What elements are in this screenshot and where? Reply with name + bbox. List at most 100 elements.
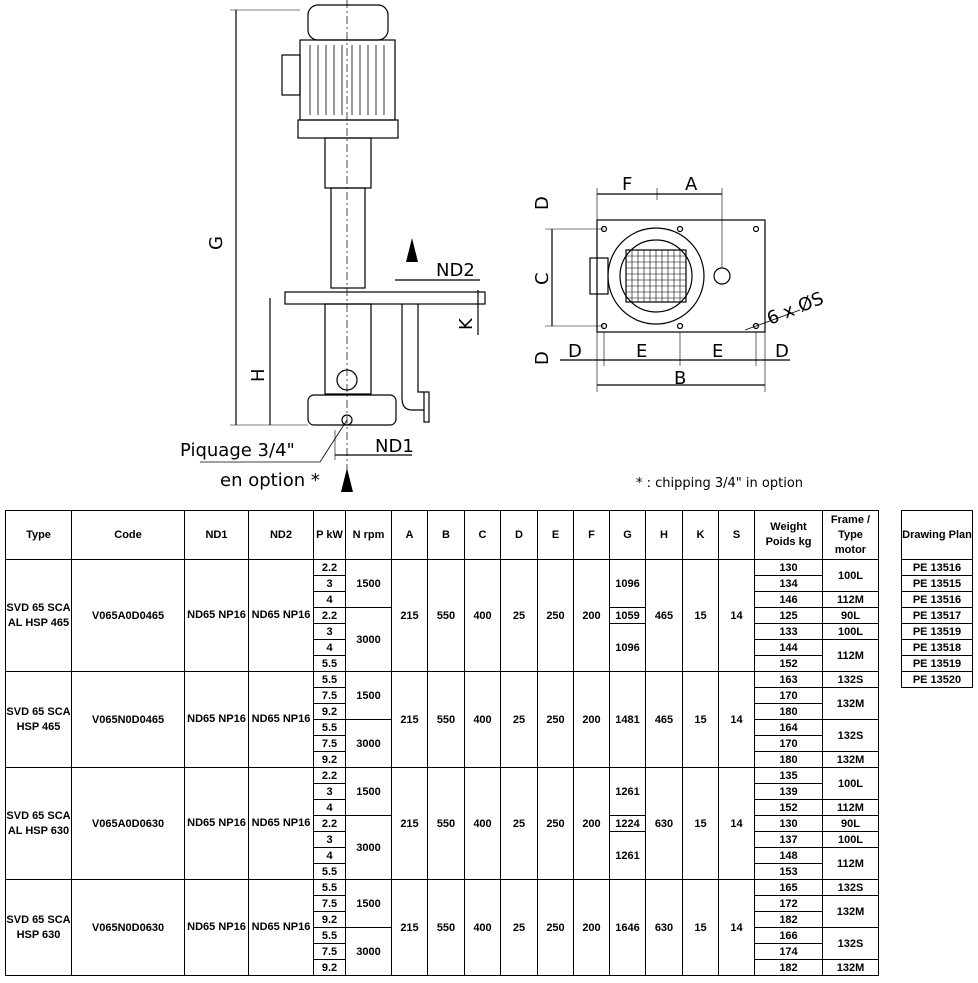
cell-a: 215 (391, 559, 428, 672)
cell-frame: 132S (822, 927, 879, 960)
piquage-label: Piquage 3/4" (180, 440, 295, 461)
cell-p: 3 (313, 623, 346, 640)
chipping-note: * : chipping 3/4" in option (636, 476, 804, 491)
cell-g: 1646 (609, 879, 646, 976)
cell-s: 14 (718, 559, 755, 672)
cell-d: 25 (500, 671, 538, 768)
header-frame: Frame / Type motor (822, 510, 879, 560)
plan-header-row: Drawing Plan (901, 510, 973, 560)
arrow-up-icon (406, 238, 418, 262)
cell-plan: PE 13516 (901, 559, 973, 576)
header-c: C (464, 510, 501, 560)
header-nd2: ND2 (248, 510, 314, 560)
cell-n: 1500 (345, 671, 392, 720)
cell-c: 400 (464, 767, 501, 880)
cell-weight: 172 (754, 895, 823, 912)
cell-p: 7.5 (313, 687, 346, 704)
cell-frame: 112M (822, 591, 879, 608)
cell-g: 1261 (609, 831, 646, 880)
terminal-box (281, 54, 301, 96)
cell-weight: 170 (754, 735, 823, 752)
lantern (324, 137, 372, 189)
cell-p: 2.2 (313, 559, 346, 576)
cell-type: SVD 65 SCA HSP 465 (5, 671, 72, 768)
cell-c: 400 (464, 559, 501, 672)
cell-plan: PE 13519 (901, 655, 973, 672)
cell-f: 200 (573, 671, 610, 768)
cell-a: 215 (391, 767, 428, 880)
cell-nd2: ND65 NP16 (248, 879, 314, 976)
cell-p: 2.2 (313, 767, 346, 784)
cell-weight: 130 (754, 815, 823, 832)
cell-weight: 144 (754, 639, 823, 656)
plan-row: PE 13515 (901, 575, 973, 592)
cell-h: 465 (645, 671, 683, 768)
cell-type: SVD 65 SCA AL HSP 630 (5, 767, 72, 880)
cell-p: 5.5 (313, 719, 346, 736)
cell-d: 25 (500, 879, 538, 976)
cell-frame: 90L (822, 815, 879, 832)
header-type: Type (5, 510, 72, 560)
cell-p: 9.2 (313, 959, 346, 976)
cell-k: 15 (682, 879, 719, 976)
chipping-port (341, 414, 353, 426)
cell-weight: 164 (754, 719, 823, 736)
cell-nd1: ND65 NP16 (184, 879, 249, 976)
dim-d-bottom-left-label: D (568, 341, 582, 362)
cell-frame: 112M (822, 639, 879, 672)
dim-a-label: A (685, 174, 698, 195)
cell-g: 1261 (609, 767, 646, 816)
mounting-plate (284, 291, 486, 305)
cell-p: 5.5 (313, 655, 346, 672)
cell-b: 550 (427, 559, 465, 672)
cell-b: 550 (427, 879, 465, 976)
header-d: D (500, 510, 538, 560)
cell-p: 9.2 (313, 751, 346, 768)
cell-c: 400 (464, 671, 501, 768)
cell-frame: 132S (822, 671, 879, 688)
cell-frame: 100L (822, 831, 879, 848)
dim-e1-label: E (636, 341, 647, 362)
header-p: P kW (313, 510, 346, 560)
cell-p: 7.5 (313, 943, 346, 960)
header-code: Code (71, 510, 185, 560)
cell-n: 1500 (345, 879, 392, 928)
cell-frame: 100L (822, 767, 879, 800)
cell-frame: 132M (822, 751, 879, 768)
cell-g: 1224 (609, 815, 646, 832)
cell-p: 4 (313, 591, 346, 608)
cell-type: SVD 65 SCA AL HSP 465 (5, 559, 72, 672)
cell-g: 1096 (609, 559, 646, 608)
dim-nd1-label: ND1 (375, 436, 414, 457)
cell-h: 465 (645, 559, 683, 672)
cell-f: 200 (573, 767, 610, 880)
dim-k-label: K (456, 317, 477, 330)
cell-k: 15 (682, 559, 719, 672)
cell-s: 14 (718, 767, 755, 880)
cell-weight: 174 (754, 943, 823, 960)
cell-weight: 148 (754, 847, 823, 864)
cell-nd1: ND65 NP16 (184, 767, 249, 880)
dim-h-label: H (248, 368, 269, 382)
cell-n: 3000 (345, 607, 392, 672)
cell-p: 4 (313, 799, 346, 816)
dim-g-label: G (206, 236, 227, 250)
cell-plan: PE 13516 (901, 591, 973, 608)
cell-p: 3 (313, 783, 346, 800)
cell-e: 250 (537, 767, 574, 880)
cell-p: 5.5 (313, 863, 346, 880)
cell-weight: 153 (754, 863, 823, 880)
cell-p: 3 (313, 831, 346, 848)
cell-weight: 165 (754, 879, 823, 896)
cell-p: 5.5 (313, 879, 346, 896)
